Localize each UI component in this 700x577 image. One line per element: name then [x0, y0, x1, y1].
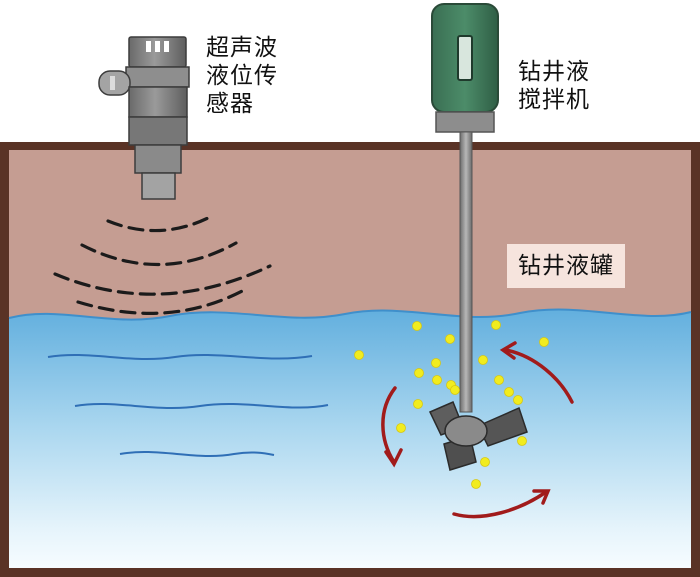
agitator-shaft [459, 131, 473, 413]
motor-base [435, 111, 495, 133]
ultrasonic-wave [76, 287, 248, 315]
bubble [354, 350, 364, 360]
ultrasonic-wave [53, 264, 272, 296]
sensor-neck [134, 144, 182, 174]
sensor-label-line: 超声波 [206, 35, 278, 61]
rotation-arrow [504, 348, 574, 404]
bubble [431, 358, 441, 368]
rotation-arrow-icon [381, 341, 574, 519]
ripple-line [47, 354, 313, 360]
sensor-gland-mark [110, 76, 115, 90]
bubble [504, 387, 514, 397]
mixer-label: 钻井液 搅拌机 [518, 58, 590, 114]
sensor-vent [164, 41, 169, 52]
rotation-arrowhead [499, 341, 517, 360]
bubble [480, 457, 490, 467]
motor-window [457, 35, 473, 81]
mixer-label-line: 钻井液 [518, 59, 590, 85]
bubble [412, 321, 422, 331]
ripple-lines [47, 354, 329, 457]
bubble [450, 385, 460, 395]
bubble [413, 399, 423, 409]
rotation-arrowhead [532, 489, 551, 505]
impeller [428, 401, 528, 471]
ultrasonic-wave [106, 215, 212, 233]
mud-tank [0, 142, 700, 577]
impeller-hub [444, 415, 488, 447]
rotation-arrow [452, 490, 548, 519]
drilling-fluid [9, 309, 691, 568]
sensor-vent [155, 41, 160, 52]
sensor-flange [128, 116, 188, 146]
rotation-arrowhead [384, 448, 403, 468]
bubble [494, 375, 504, 385]
fluid-surface [8, 308, 692, 321]
bubble [517, 436, 527, 446]
sensor-vent [146, 41, 151, 52]
ultrasonic-wave [80, 241, 238, 267]
bubble [513, 395, 523, 405]
sensor-transducer [141, 172, 176, 200]
bubble [396, 423, 406, 433]
bubble [491, 320, 501, 330]
ripple-line [119, 451, 275, 457]
ultrasonic-wave-icon [53, 215, 272, 315]
bubble [539, 337, 549, 347]
bubble [414, 368, 424, 378]
tank-label: 钻井液罐 [507, 244, 625, 288]
sensor-collar [125, 66, 190, 88]
sensor-label: 超声波 液位传 感器 [206, 34, 278, 118]
sensor-label-line: 液位传 [206, 63, 278, 89]
ultrasonic-level-sensor-icon [98, 36, 190, 200]
mixer-label-line: 搅拌机 [518, 87, 590, 113]
sensor-label-line: 感器 [206, 91, 254, 117]
bubble [445, 334, 455, 344]
bubble [478, 355, 488, 365]
ripple-line [74, 403, 329, 409]
sensor-housing [128, 86, 188, 118]
impeller-blade [476, 406, 528, 447]
bubble-icon [354, 320, 549, 489]
bubble [432, 375, 442, 385]
bubble [471, 479, 481, 489]
mud-agitator-icon [428, 3, 528, 471]
